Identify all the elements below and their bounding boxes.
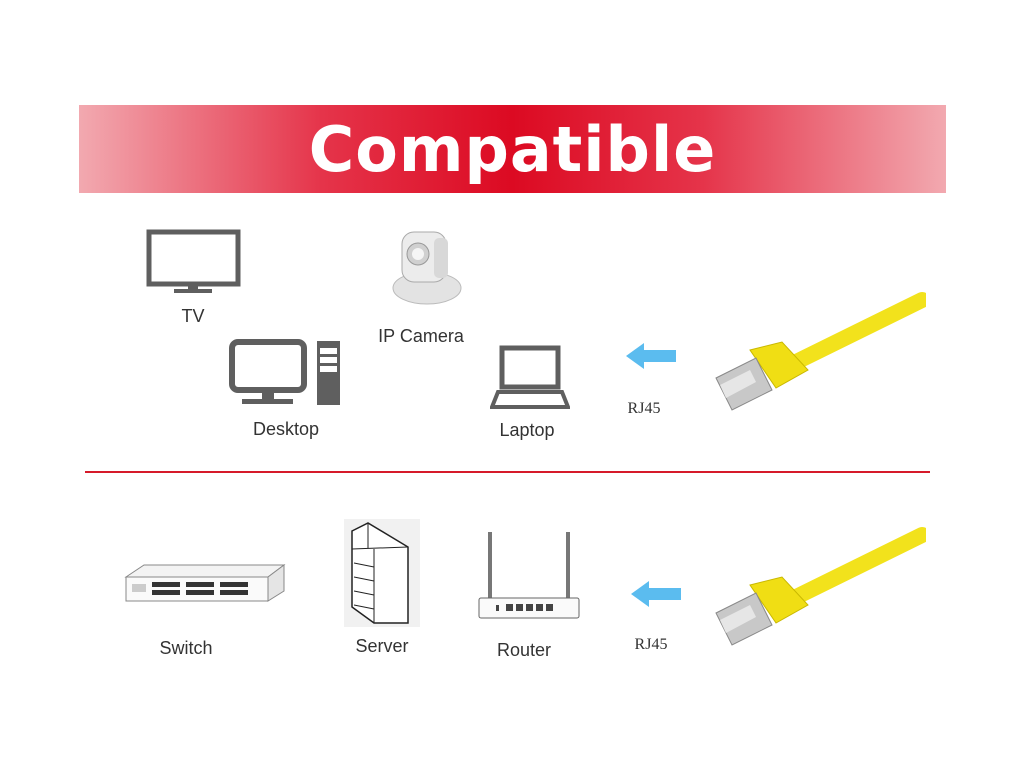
ip-camera-icon <box>392 231 462 305</box>
compatible-banner: Compatible <box>79 105 946 193</box>
switch-label: Switch <box>159 638 213 658</box>
laptop-label: Laptop <box>499 420 555 440</box>
server-label: Server <box>355 636 409 656</box>
switch-icon <box>124 564 286 602</box>
arrow-left-icon <box>626 343 676 369</box>
rj45-cable-icon <box>715 292 926 411</box>
tv-label: TV <box>181 306 205 326</box>
ip-camera-label: IP Camera <box>378 326 464 346</box>
rj45-label-top: RJ45 <box>627 400 661 417</box>
desktop-icon <box>229 339 340 405</box>
banner-title: Compatible <box>308 112 717 186</box>
section-divider <box>85 471 930 473</box>
rj45-cable-icon <box>715 527 926 646</box>
router-label: Router <box>496 640 552 660</box>
laptop-icon <box>490 345 570 409</box>
server-icon <box>344 519 420 627</box>
tv-icon <box>146 229 241 293</box>
arrow-left-icon <box>631 581 681 607</box>
rj45-label-bottom: RJ45 <box>634 636 668 653</box>
desktop-label: Desktop <box>252 419 320 439</box>
router-icon <box>478 532 580 619</box>
